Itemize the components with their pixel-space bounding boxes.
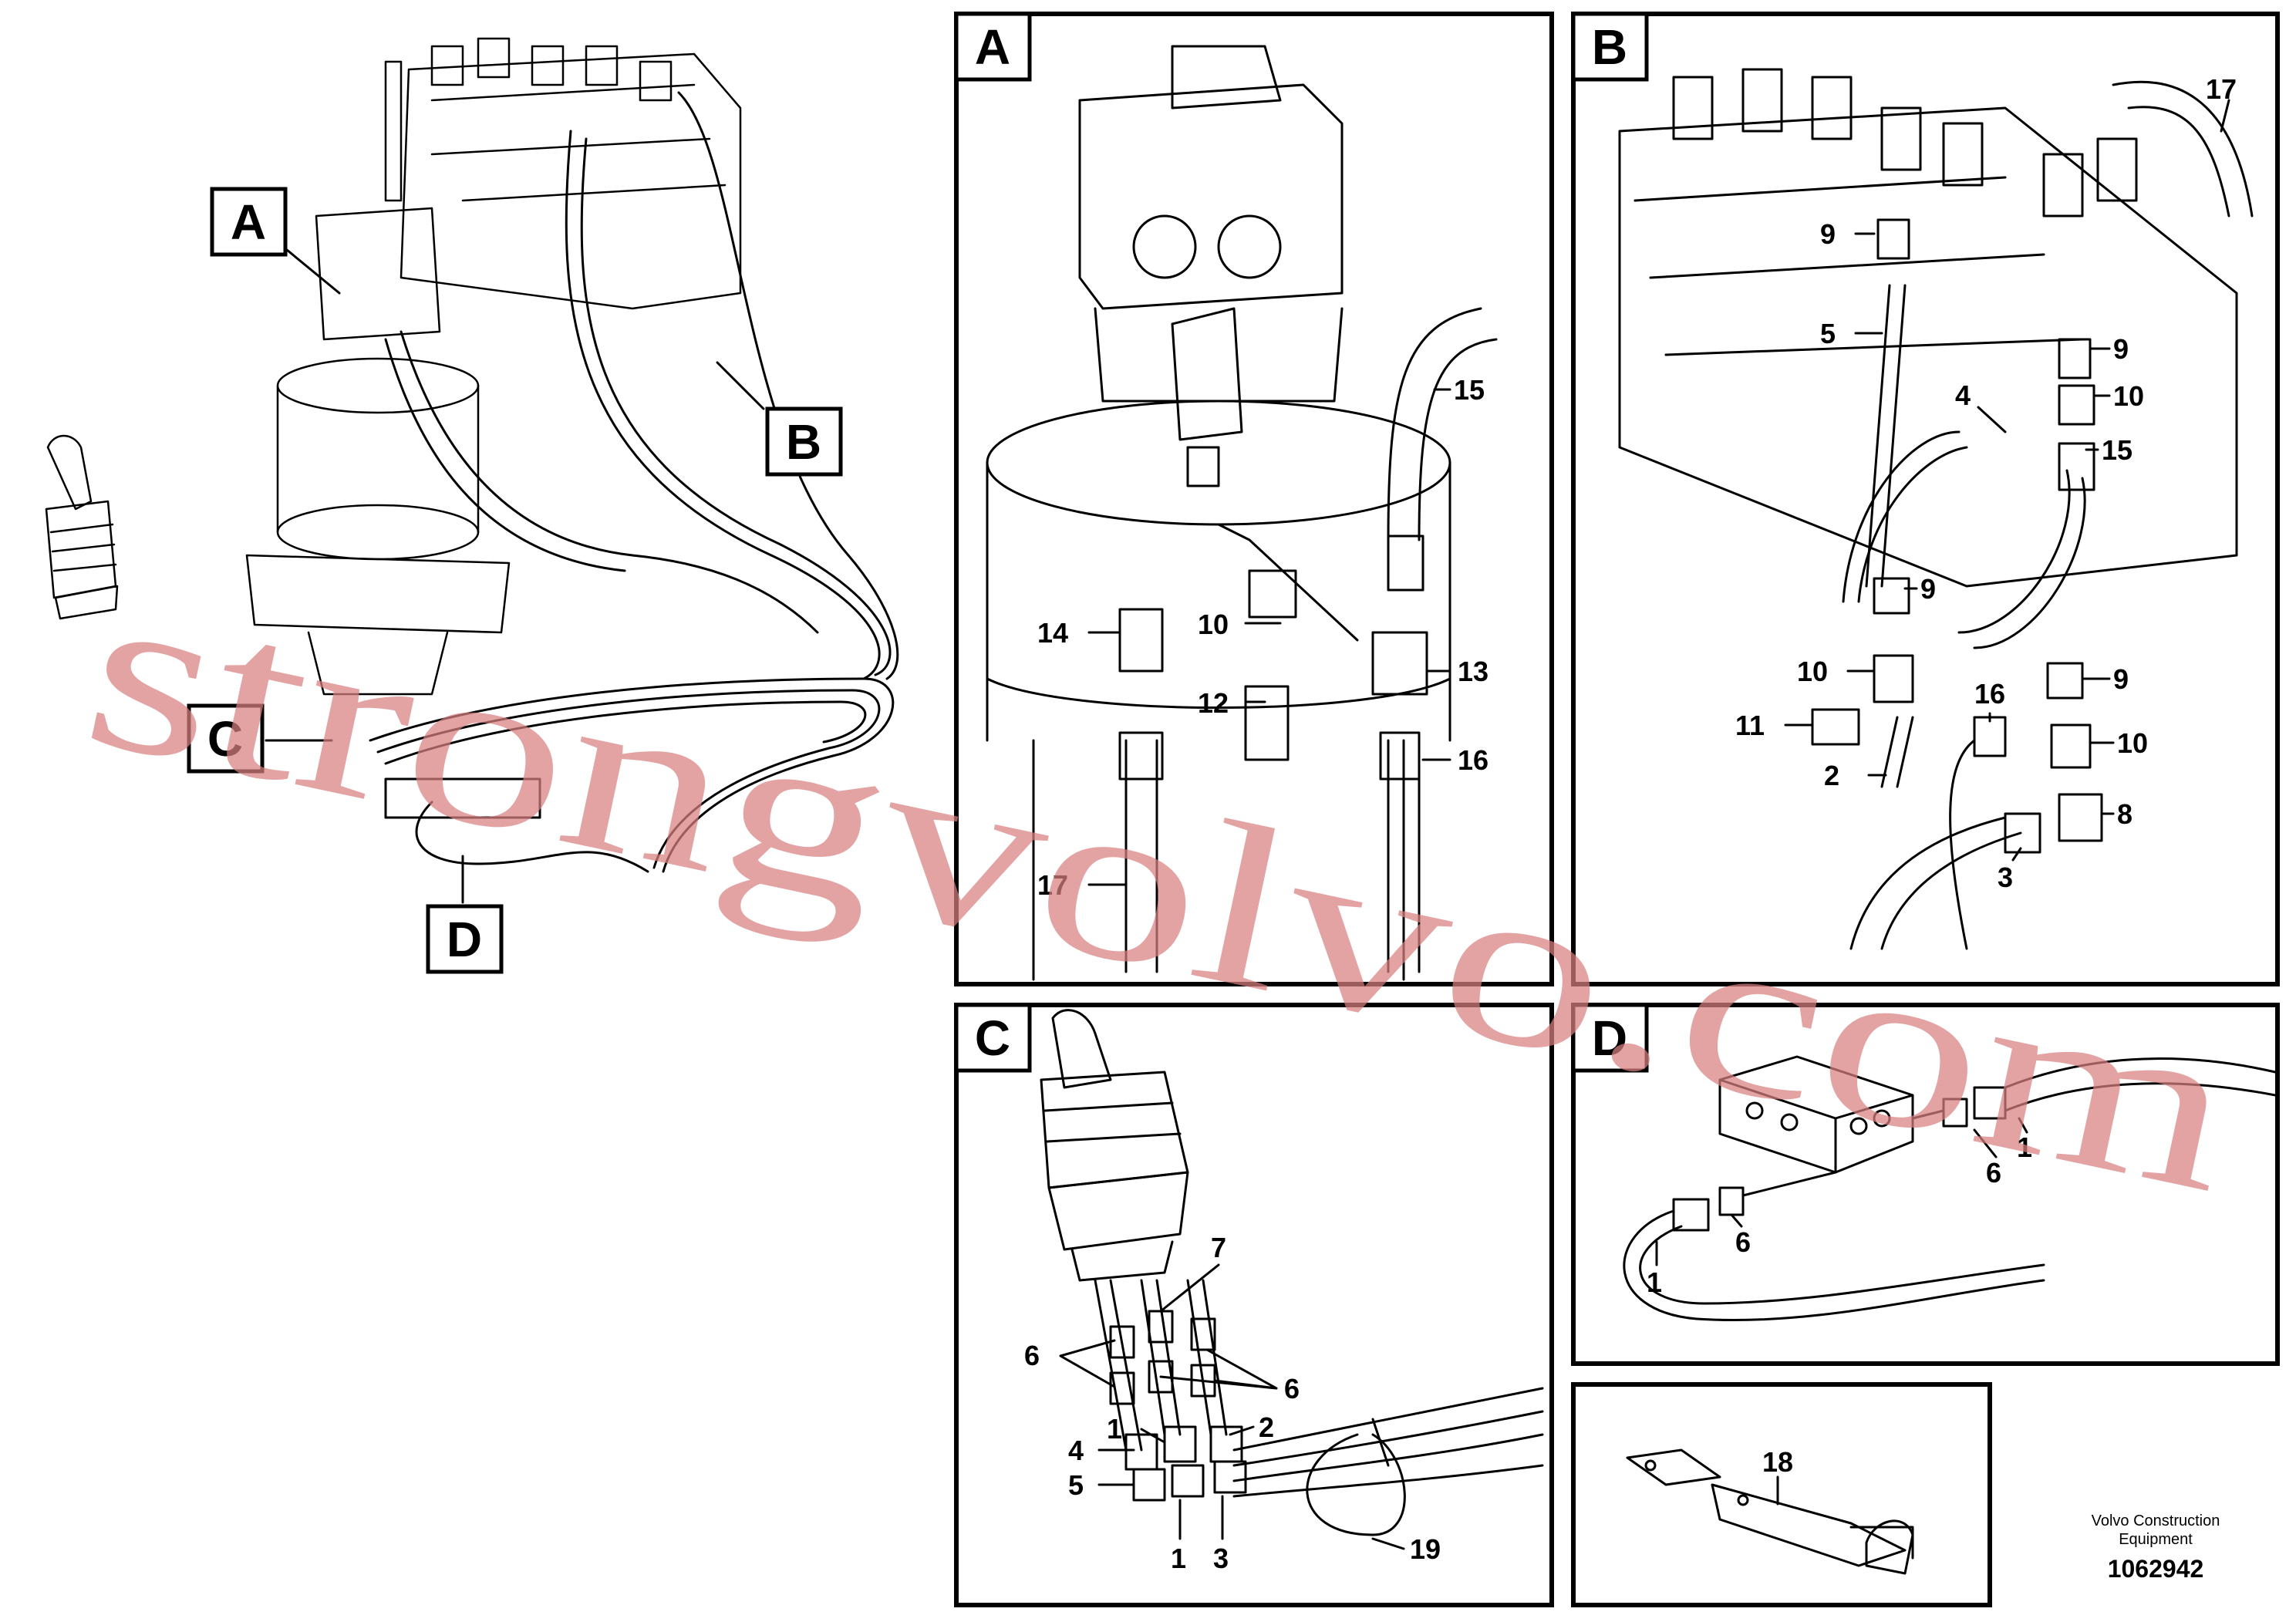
callout-a-label: A <box>231 194 266 250</box>
panel-a: A <box>954 12 1554 986</box>
control-valve-drawing <box>384 37 742 310</box>
callout-b: B <box>765 406 843 477</box>
panel-b-drawing <box>1618 68 2254 950</box>
panel-b-label-10-a: 10 <box>2113 380 2144 412</box>
panel-a-drawing <box>986 45 1498 981</box>
panel-b-label-9-c: 9 <box>1920 573 1936 605</box>
panel-a-label-12: 12 <box>1198 687 1229 719</box>
panel-a-label-15: 15 <box>1454 374 1485 406</box>
footer: Volvo Construction Equipment 1062942 <box>2092 1512 2220 1583</box>
panel-a-label-14: 14 <box>1037 617 1068 649</box>
panel-d-label-6-b: 6 <box>1986 1157 2001 1189</box>
panel-d-label: D <box>1592 1010 1627 1066</box>
panel-d-drawing <box>1623 1055 2277 1322</box>
part-number: 1062942 <box>2108 1555 2204 1583</box>
panel-a-leaders <box>1087 388 1451 886</box>
brand-line-2: Equipment <box>2119 1531 2193 1548</box>
panel-d-label-1-a: 1 <box>1647 1266 1662 1298</box>
panel-b-label-5: 5 <box>1820 318 1836 349</box>
clamp-drawing <box>1626 1448 1914 1575</box>
panel-a-label-13: 13 <box>1458 656 1489 687</box>
panel-b-label-15: 15 <box>2102 434 2132 466</box>
panel-c: C <box>954 1003 1554 1607</box>
panel-b-label-4: 4 <box>1955 379 1971 411</box>
panel-b-label-17: 17 <box>2206 73 2237 105</box>
panel-b-label-11: 11 <box>1735 710 1765 741</box>
panel-d-label-1-b: 1 <box>2017 1131 2032 1163</box>
panel-a-label-10: 10 <box>1198 609 1229 640</box>
panel-b-label-2: 2 <box>1824 760 1839 791</box>
panel-c-label-1-b: 1 <box>1171 1543 1186 1574</box>
panel-c-label-19: 19 <box>1410 1533 1441 1565</box>
panel-a-label: A <box>975 19 1010 75</box>
panel-c-leaders <box>1059 1263 1405 1550</box>
brand-line-1: Volvo Construction <box>2092 1512 2220 1529</box>
panel-c-label-7: 7 <box>1211 1232 1226 1263</box>
panel-b-label-8: 8 <box>2117 798 2132 830</box>
panel-b-label-16: 16 <box>1974 678 2005 710</box>
panel-c-drawing <box>1040 1009 1544 1536</box>
panel-a-label-17: 17 <box>1037 869 1068 901</box>
panel-a-label-16: 16 <box>1458 744 1489 776</box>
hose-bundle-drawing <box>369 91 899 873</box>
panel-d: D 6 1 1 6 <box>1571 1003 2280 1366</box>
callout-c: C <box>187 703 265 774</box>
panel-b-label-9-b: 9 <box>2113 333 2129 365</box>
callout-b-label: B <box>786 414 821 470</box>
panel-b-label-9-a: 9 <box>1820 218 1836 250</box>
callout-d-label: D <box>447 912 482 967</box>
panel-d-leaders <box>1655 1117 2028 1266</box>
panel-b: B <box>1571 12 2280 986</box>
panel-b-label: B <box>1592 19 1627 75</box>
panel-b-leaders <box>1784 99 2230 862</box>
panel-c-label: C <box>975 1010 1010 1066</box>
panel-c-label-3: 3 <box>1213 1543 1229 1574</box>
panel-c-label-2: 2 <box>1259 1411 1274 1443</box>
callout-c-label: C <box>207 711 243 767</box>
panel-b-label-9-d: 9 <box>2113 663 2129 695</box>
overview-drawing: A B C D <box>45 37 899 974</box>
panel-b-label-10-c: 10 <box>2117 727 2148 759</box>
panel-clamp-label-18: 18 <box>1762 1446 1793 1478</box>
callout-a: A <box>210 187 288 257</box>
panel-c-label-6-b: 6 <box>1284 1373 1300 1404</box>
panel-d-label-6-a: 6 <box>1735 1226 1751 1258</box>
panel-c-label-6-a: 6 <box>1024 1340 1040 1371</box>
callout-d: D <box>426 904 504 974</box>
panel-b-label-10-b: 10 <box>1797 656 1828 687</box>
panel-c-label-1-a: 1 <box>1107 1413 1122 1445</box>
panel-clamp: 18 <box>1571 1382 1992 1607</box>
panel-b-label-3: 3 <box>1998 862 2013 893</box>
panel-c-label-5: 5 <box>1068 1469 1084 1501</box>
joystick-drawing <box>45 434 119 620</box>
panel-c-label-4: 4 <box>1068 1435 1084 1466</box>
